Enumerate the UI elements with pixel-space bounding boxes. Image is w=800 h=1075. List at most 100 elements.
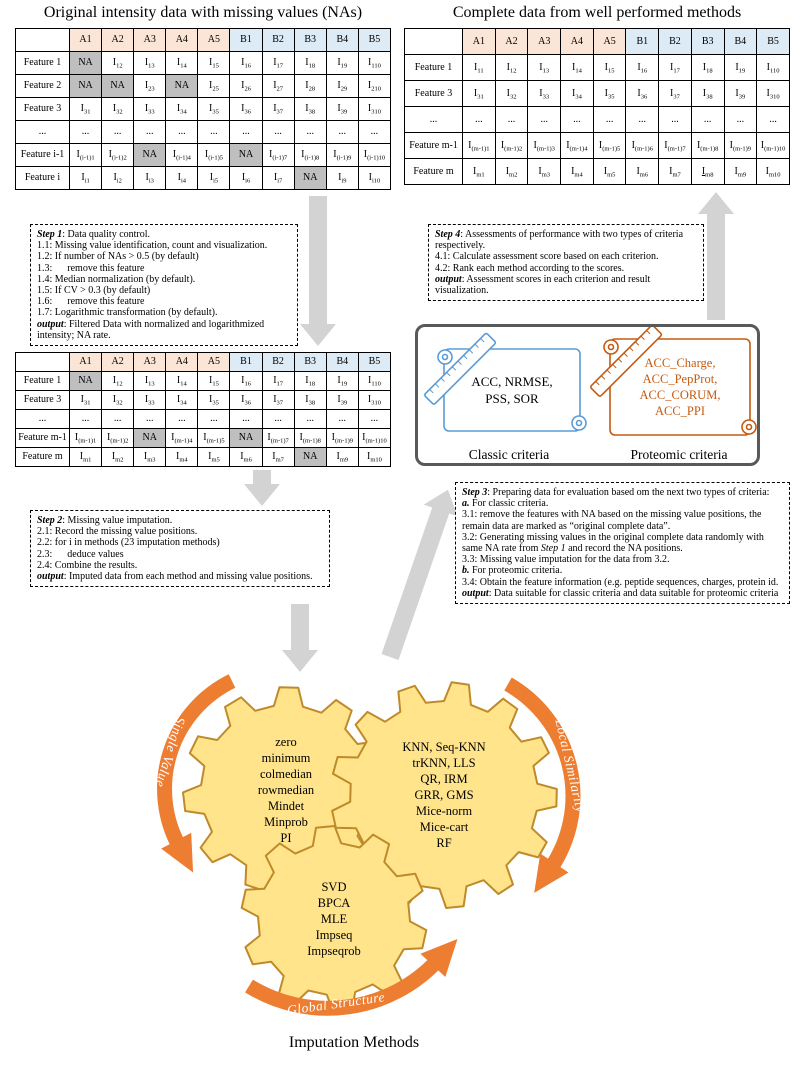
value-cell: ... — [101, 409, 135, 429]
step2-box: Step 2: Missing value imputation. 2.1: R… — [30, 510, 330, 588]
value-cell: Ii6 — [229, 166, 263, 190]
value-cell: I310 — [357, 390, 392, 410]
row-label: Feature i — [15, 166, 70, 190]
value-cell: I310 — [756, 80, 790, 107]
value-cell: Ii4 — [165, 166, 199, 190]
value-cell: I(m-1)7 — [261, 428, 295, 448]
value-cell: I110 — [756, 54, 790, 81]
col-header: B2 — [261, 352, 295, 372]
col-header: A1 — [68, 28, 103, 52]
row-label: Feature i-1 — [15, 143, 70, 167]
value-cell: I17 — [658, 54, 692, 81]
na-cell: NA — [133, 143, 167, 167]
value-cell: Im7 — [261, 447, 295, 467]
step3-box: Step 3: Preparing data for evaluation ba… — [455, 482, 790, 605]
value-cell: I34 — [165, 390, 199, 410]
value-cell: Im5 — [197, 447, 231, 467]
local-similarity-gear — [331, 681, 558, 909]
step-line: 2.3: deduce values — [37, 548, 124, 560]
value-cell: ... — [462, 106, 496, 133]
step-line: Step 3: Preparing data for evaluation ba… — [462, 487, 770, 498]
value-cell: Ii9 — [325, 166, 359, 190]
corner-cell — [404, 28, 463, 55]
value-cell: I37 — [658, 80, 692, 107]
value-cell: I28 — [293, 74, 327, 98]
value-cell: I33 — [527, 80, 562, 107]
value-cell: I(m-1)4 — [560, 132, 594, 159]
step-line: 1.7: Logarithmic transformation (by defa… — [37, 307, 218, 319]
value-cell: I(m-1)1 — [462, 132, 496, 159]
col-header: A3 — [133, 28, 167, 52]
value-cell: I13 — [133, 371, 167, 391]
value-cell: I32 — [101, 97, 135, 121]
step-line: 4.1: Calculate assessment score based on… — [435, 251, 659, 263]
value-cell: I18 — [293, 371, 327, 391]
value-cell: Im9 — [325, 447, 359, 467]
value-cell: I31 — [462, 80, 496, 107]
value-cell: Im4 — [165, 447, 199, 467]
na-cell: NA — [165, 74, 199, 98]
value-cell: ... — [325, 120, 359, 144]
na-cell: NA — [229, 143, 263, 167]
value-cell: ... — [68, 120, 103, 144]
value-cell: I38 — [293, 97, 327, 121]
value-cell: Ii3 — [133, 166, 167, 190]
table-row: ................................. — [15, 409, 392, 429]
value-cell: Im4 — [560, 158, 594, 185]
value-cell: ... — [68, 409, 103, 429]
value-cell: I14 — [560, 54, 594, 81]
value-cell: I38 — [293, 390, 327, 410]
col-header: A1 — [68, 352, 103, 372]
value-cell: I(i-1)10 — [357, 143, 392, 167]
col-header: A2 — [101, 352, 135, 372]
value-cell: I(m-1)5 — [592, 132, 627, 159]
value-cell: I19 — [325, 371, 359, 391]
classic-criteria-text: ACC, NRMSE, PSS, SOR — [471, 374, 553, 406]
value-cell: I(i-1)2 — [101, 143, 135, 167]
value-cell: I31 — [68, 390, 103, 410]
value-cell: I15 — [592, 54, 627, 81]
step-line: 1.5: If CV > 0.3 (by default) — [37, 285, 151, 297]
row-label: ... — [15, 409, 70, 429]
col-header: B4 — [325, 28, 359, 52]
value-cell: ... — [357, 409, 392, 429]
value-cell: I(m-1)4 — [165, 428, 199, 448]
step-line: 3.2: Generating missing values in the or… — [462, 531, 767, 555]
value-cell: Im5 — [592, 158, 627, 185]
value-cell: Ii10 — [357, 166, 392, 190]
col-header: A4 — [165, 352, 199, 372]
col-header: A3 — [133, 352, 167, 372]
corner-cell — [15, 352, 70, 372]
value-cell: ... — [197, 409, 231, 429]
na-cell: NA — [68, 51, 103, 75]
value-cell: ... — [229, 409, 263, 429]
step-line: output: Data suitable for classic criter… — [462, 587, 779, 599]
arrow-criteria-to-complete — [698, 192, 734, 320]
value-cell: ... — [101, 120, 135, 144]
row-label: Feature m — [404, 158, 463, 185]
col-header: A4 — [165, 28, 199, 52]
value-cell: I32 — [494, 80, 529, 107]
global-structure-gear — [240, 825, 428, 1013]
value-cell: I16 — [229, 51, 263, 75]
na-cell: NA — [68, 74, 103, 98]
value-cell: Im6 — [229, 447, 263, 467]
arrow-filtered-to-step2 — [244, 470, 280, 506]
step-line: 2.1: Record the missing value positions. — [37, 526, 198, 538]
col-header: A4 — [560, 28, 594, 55]
value-cell: Im3 — [133, 447, 167, 467]
value-cell: I310 — [357, 97, 392, 121]
value-cell: I33 — [133, 390, 167, 410]
na-cell: NA — [68, 371, 103, 391]
value-cell: ... — [165, 409, 199, 429]
value-cell: I12 — [101, 51, 135, 75]
value-cell: I(m-1)10 — [357, 428, 392, 448]
value-cell: I210 — [357, 74, 392, 98]
value-cell: I17 — [261, 371, 295, 391]
